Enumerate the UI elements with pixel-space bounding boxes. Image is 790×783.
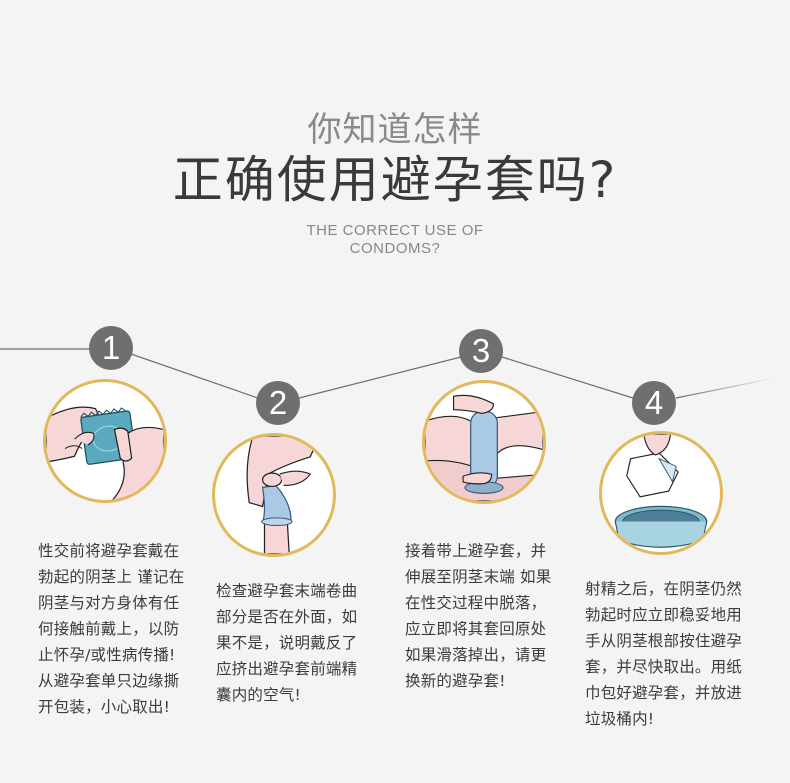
english-title-line-1: THE CORRECT USE OF: [306, 222, 484, 239]
step-3-badge: 3: [459, 329, 503, 373]
step-1-line: 勃起的阴茎上 谨记在: [38, 568, 185, 586]
step-4-description: 射精之后，在阴茎仍然 勃起时应立即稳妥地用 手从阴茎根部按住避孕 套，并尽快取出…: [585, 576, 775, 732]
step-4-line: 勃起时应立即稳妥地用: [585, 606, 743, 624]
step-1-line: 性交前将避孕套戴在: [38, 542, 180, 560]
pinching-condom-tip-icon: [246, 436, 321, 554]
page-title: 正确使用避孕套吗?: [172, 151, 618, 209]
step-3-line: 应立即将其套回原处: [405, 620, 547, 638]
step-1-line: 开包装，小心取出!: [38, 698, 171, 716]
step-4-badge: 4: [632, 381, 676, 425]
step-2-line: 囊内的空气!: [216, 686, 301, 704]
step-1-line: 从避孕套单只边缘撕: [38, 672, 180, 690]
step-2-line: 应挤出避孕套前端精: [216, 660, 358, 678]
step-4-line: 射精之后，在阴茎仍然: [585, 580, 743, 598]
step-1-description: 性交前将避孕套戴在 勃起的阴茎上 谨记在 阴茎与对方身体有任 何接触前戴上，以防…: [38, 538, 206, 720]
step-3-description: 接着带上避孕套，并 伸展至阴茎末端 如果 在性交过程中脱落， 应立即将其套回原处…: [405, 538, 573, 694]
step-3-illustration: [422, 380, 546, 504]
rolling-condom-down-icon: [425, 394, 543, 501]
step-4-line: 垃圾桶内!: [585, 710, 655, 728]
step-1-line: 止怀孕/或性病传播!: [38, 646, 176, 664]
step-3-line: 伸展至阴茎末端 如果: [405, 568, 552, 586]
step-2-line: 部分是否在外面，如: [216, 608, 358, 626]
step-1-badge: 1: [89, 326, 133, 370]
step-2-description: 检查避孕套末端卷曲 部分是否在外面，如 果不是，说明戴反了 应挤出避孕套前端精 …: [216, 578, 384, 708]
step-4-line: 套，并尽快取出。用纸: [585, 658, 743, 676]
step-3-line: 接着带上避孕套，并: [405, 542, 547, 560]
step-3-line: 在性交过程中脱落，: [405, 594, 547, 612]
step-4-illustration: [599, 431, 723, 555]
step-1-line: 阴茎与对方身体有任: [38, 594, 180, 612]
english-title-line-2: CONDOMS?: [349, 240, 441, 257]
step-2-line: 检查避孕套末端卷曲: [216, 582, 358, 600]
step-4-line: 巾包好避孕套，并放进: [585, 684, 743, 702]
step-1-line: 何接触前戴上，以防: [38, 620, 180, 638]
step-2-illustration: [212, 433, 336, 557]
step-1-illustration: [43, 379, 167, 503]
hands-opening-wrapper-icon: [46, 406, 164, 500]
step-2-line: 果不是，说明戴反了: [216, 634, 358, 652]
step-4-line: 手从阴茎根部按住避孕: [585, 632, 743, 650]
disposing-in-bin-icon: [614, 434, 708, 548]
step-2-badge: 2: [256, 381, 300, 425]
step-3-line: 换新的避孕套!: [405, 672, 506, 690]
step-3-line: 如果滑落掉出，请更: [405, 646, 547, 664]
english-title: THE CORRECT USE OF CONDOMS?: [0, 222, 790, 258]
subtitle-question: 你知道怎样: [307, 110, 483, 150]
